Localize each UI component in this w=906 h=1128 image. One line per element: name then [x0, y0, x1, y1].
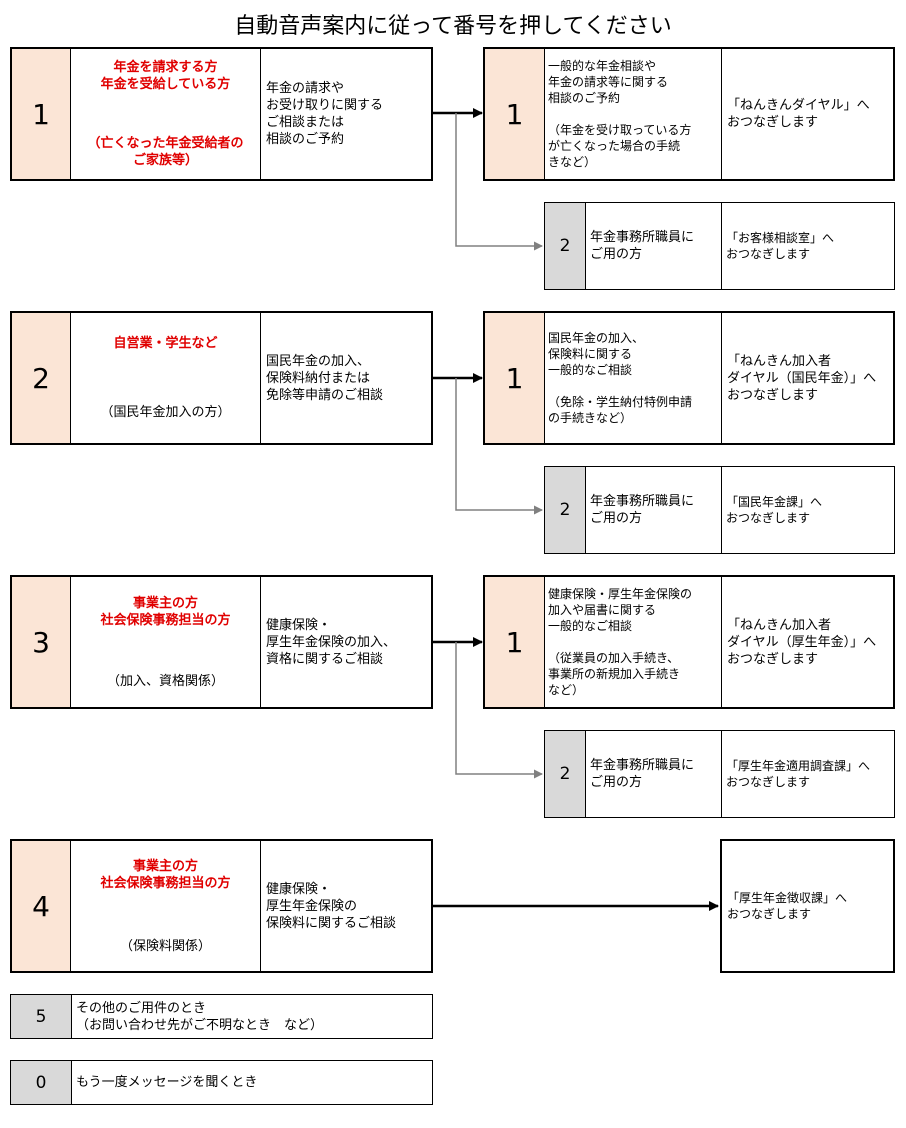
menu-item-2: 2 自営業・学生など （国民年金加入の方） 国民年金の加入、 保険料納付または … — [10, 311, 433, 445]
sub-description: 年金事務所職員に ご用の方 — [590, 230, 695, 262]
destination-4: 「厚生年金徴収課」へ おつなぎします — [720, 839, 895, 973]
menu-number-4: 4 — [12, 841, 70, 971]
menu-text-0: もう一度メッセージを聞くとき — [76, 1075, 258, 1090]
menu-item-3: 3 事業主の方 社会保険事務担当の方 （加入、資格関係） 健康保険・ 厚生年金保… — [10, 575, 433, 709]
menu-number-5: 5 — [35, 1006, 47, 1027]
sub-description: 健康保険・厚生年金保険の 加入や届書に関する 一般的なご相談 （従業員の加入手続… — [548, 587, 693, 697]
sub-number: 2 — [559, 764, 571, 784]
sub-destination: 「国民年金課」へ おつなぎします — [726, 495, 823, 525]
sub-destination: 「ねんきん加入者 ダイヤル（国民年金）」へ おつなぎします — [727, 353, 877, 403]
sub-description: 年金事務所職員に ご用の方 — [590, 494, 695, 526]
menu-purpose-1: 年金の請求や お受け取りに関する ご相談または 相談のご予約 — [266, 81, 384, 147]
menu-purpose-4: 健康保険・ 厚生年金保険の 保険料に関するご相談 — [266, 881, 397, 931]
menu-item-4: 4 事業主の方 社会保険事務担当の方 （保険料関係） 健康保険・ 厚生年金保険の… — [10, 839, 433, 973]
menu-item-1: 1 年金を請求する方 年金を受給している方 （亡くなった年金受給者の ご家族等）… — [10, 47, 433, 181]
menu-item-5: 5 その他のご用件のとき （お問い合わせ先がご不明なとき など） — [10, 994, 433, 1039]
menu-item-0: 0 もう一度メッセージを聞くとき — [10, 1060, 433, 1105]
sub-item-3-1: 1 健康保険・厚生年金保険の 加入や届書に関する 一般的なご相談 （従業員の加入… — [483, 575, 895, 709]
menu-text-5: その他のご用件のとき （お問い合わせ先がご不明なとき など） — [76, 1000, 324, 1033]
sub-description: 国民年金の加入、 保険料に関する 一般的なご相談 （免除・学生納付特例申請 の手… — [548, 331, 693, 425]
menu-target-1: 年金を請求する方 年金を受給している方 （亡くなった年金受給者の ご家族等） — [87, 60, 244, 168]
arrow-1-to-sub2 — [455, 113, 543, 251]
sub-number: 1 — [505, 625, 524, 659]
sub-number: 1 — [505, 361, 524, 395]
sub-destination: 「ねんきん加入者 ダイヤル（厚生年金）」へ おつなぎします — [727, 617, 877, 667]
sub-destination: 「お客様相談室」へ おつなぎします — [726, 231, 835, 261]
menu-number-3: 3 — [12, 577, 70, 707]
arrow-2-to-sub2 — [455, 378, 543, 515]
sub-number: 2 — [559, 500, 571, 520]
arrow-3-to-sub2 — [455, 642, 543, 779]
sub-description: 一般的な年金相談や 年金の請求等に関する 相談のご予約 （年金を受け取っている方… — [548, 59, 692, 169]
page-title: 自動音声案内に従って番号を押してください — [234, 14, 672, 39]
menu-target-3: 事業主の方 社会保険事務担当の方 （加入、資格関係） — [100, 595, 231, 689]
menu-target-4: 事業主の方 社会保険事務担当の方 （保険料関係） — [100, 858, 231, 954]
menu-number-0: 0 — [35, 1072, 47, 1093]
sub-item-2-2: 2 年金事務所職員に ご用の方 「国民年金課」へ おつなぎします — [544, 466, 895, 554]
menu-number-1: 1 — [12, 49, 70, 179]
menu-purpose-3: 健康保険・ 厚生年金保険の加入、 資格に関するご相談 — [266, 617, 397, 667]
destination-text: 「厚生年金徴収課」へ おつなぎします — [727, 891, 848, 921]
sub-destination: 「厚生年金適用調査課」へ おつなぎします — [726, 759, 871, 789]
menu-purpose-2: 国民年金の加入、 保険料納付または 免除等申請のご相談 — [266, 353, 384, 403]
sub-number: 1 — [505, 97, 524, 131]
sub-number: 2 — [559, 236, 571, 256]
sub-item-3-2: 2 年金事務所職員に ご用の方 「厚生年金適用調査課」へ おつなぎします — [544, 730, 895, 818]
menu-target-2: 自営業・学生など （国民年金加入の方） — [100, 336, 231, 420]
sub-item-1-1: 1 一般的な年金相談や 年金の請求等に関する 相談のご予約 （年金を受け取ってい… — [483, 47, 895, 181]
menu-number-2: 2 — [12, 313, 70, 443]
sub-description: 年金事務所職員に ご用の方 — [590, 758, 695, 790]
sub-destination: 「ねんきんダイヤル」へ おつなぎします — [727, 98, 870, 130]
sub-item-2-1: 1 国民年金の加入、 保険料に関する 一般的なご相談 （免除・学生納付特例申請 … — [483, 311, 895, 445]
sub-item-1-2: 2 年金事務所職員に ご用の方 「お客様相談室」へ おつなぎします — [544, 202, 895, 290]
